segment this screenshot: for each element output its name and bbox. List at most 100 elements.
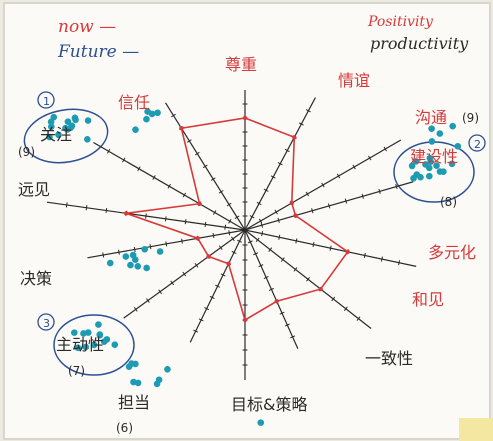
axis-tick-6-1 <box>247 240 253 244</box>
axis-label-4: 多元化 <box>428 243 476 262</box>
axis-note-3: (8) <box>440 195 457 209</box>
now-score-point-12 <box>197 201 202 206</box>
axis-tick-10-4 <box>181 238 183 244</box>
now-score-point-13 <box>179 126 184 131</box>
axis-note-9: (7) <box>68 364 85 378</box>
axis-tick-2-8 <box>368 155 372 161</box>
axis-tick-12-5 <box>167 183 171 189</box>
now-score-point-8 <box>226 261 231 266</box>
axis-tick-9-7 <box>158 289 162 295</box>
axis-tick-5-8 <box>343 306 348 312</box>
axis-tick-3-9 <box>395 184 398 190</box>
sticker-dot-6-4 <box>122 253 130 260</box>
axis-label-8: 担当 <box>118 393 150 412</box>
axis-note-8: (6) <box>116 421 133 435</box>
axis-tick-2-6 <box>336 173 341 179</box>
group-circle-topleft <box>23 108 109 164</box>
axis-label-6: 一致性 <box>365 349 413 368</box>
sticker-dot-3-1 <box>428 125 435 132</box>
axis-tick-11-5 <box>145 213 147 219</box>
axis-note-2: (9) <box>462 111 479 125</box>
axis-tick-9-8 <box>146 298 150 303</box>
sticker-dot-2-10 <box>436 168 444 175</box>
axis-tick-2-9 <box>383 146 387 152</box>
axis-tick-11-4 <box>164 216 167 222</box>
axis-label-5: 和见 <box>412 290 444 309</box>
group-circle-bottomleft <box>53 314 135 376</box>
axis-tick-13-1 <box>234 215 240 220</box>
sticker-dot-0-9 <box>67 124 74 131</box>
axis-tick-3-2 <box>277 217 280 223</box>
axis-tick-6-7 <box>279 311 285 315</box>
sticker-dot-3-4 <box>454 142 462 150</box>
sticker-dot-5-4 <box>153 380 161 388</box>
axis-tick-13-9 <box>171 113 176 118</box>
sticker-dot-1-0 <box>143 115 150 123</box>
sticker-dot-1-1 <box>154 109 161 117</box>
axis-tick-5-5 <box>306 276 310 282</box>
axis-note-12: (9) <box>18 145 35 159</box>
paper-shadow-edge <box>3 2 491 440</box>
axis-tick-9-9 <box>133 307 138 312</box>
legend-now: now — <box>58 17 116 37</box>
axis-tick-13-3 <box>218 190 224 194</box>
axis-tick-8-5 <box>215 284 221 288</box>
sticker-dot-0-2 <box>62 124 69 132</box>
sticker-dot-4-10 <box>90 341 98 349</box>
sticker-dot-1-4 <box>148 110 156 118</box>
axis-label-0: 尊重 <box>225 55 257 74</box>
now-score-point-0 <box>242 115 248 121</box>
axis-tick-11-7 <box>105 207 108 214</box>
axis-tick-12-6 <box>152 175 156 180</box>
sticker-dot-8-0 <box>257 419 265 426</box>
axis-tick-8-4 <box>220 273 226 277</box>
axis-tick-13-4 <box>210 177 216 181</box>
axis-label-2: 沟通 <box>415 108 447 127</box>
axis-tick-12-8 <box>122 157 126 163</box>
axis-tick-8-8 <box>198 318 204 322</box>
sticker-dot-1-2 <box>132 126 139 133</box>
axis-tick-13-2 <box>226 202 232 207</box>
axis-tick-8-1 <box>237 239 242 243</box>
axis-tick-10-6 <box>149 244 152 250</box>
axis-tick-11-8 <box>85 205 88 211</box>
axis-tick-5-9 <box>356 316 361 321</box>
legend-future: Future — <box>57 42 139 62</box>
axis-tick-5-4 <box>293 267 298 272</box>
axis-label-3: 建设性 <box>410 147 458 166</box>
axis-tick-8-2 <box>231 250 237 255</box>
axis-tick-6-3 <box>258 264 264 268</box>
axis-label-13: 信任 <box>118 93 150 112</box>
sticker-dot-4-2 <box>95 321 102 328</box>
axis-tick-3-8 <box>378 188 381 194</box>
axis-tick-4-7 <box>363 252 366 259</box>
axis-tick-11-3 <box>184 219 187 225</box>
axis-tick-1-9 <box>305 109 311 113</box>
sticker-dot-0-3 <box>46 133 53 141</box>
axis-tick-1-6 <box>284 148 290 153</box>
axis-tick-8-7 <box>204 307 210 311</box>
sticker-dot-0-11 <box>84 135 91 143</box>
axis-label-1: 情谊 <box>338 71 370 90</box>
now-score-point-1 <box>292 135 297 140</box>
sticker-dot-6-2 <box>141 245 149 253</box>
axis-label-9: 主动性 <box>56 335 104 354</box>
axis-tick-4-2 <box>278 234 281 240</box>
sticker-dot-3-2 <box>449 122 456 130</box>
axis-tick-2-1 <box>258 218 263 224</box>
axis-tick-5-2 <box>268 247 273 252</box>
now-score-point-10 <box>195 236 200 241</box>
axis-tick-8-9 <box>193 329 199 333</box>
axis-tick-1-1 <box>249 215 255 219</box>
axis-label-11: 远见 <box>18 180 50 199</box>
axis-tick-1-3 <box>263 188 269 192</box>
axis-tick-2-4 <box>305 191 310 197</box>
marker-circle-2 <box>468 134 486 152</box>
axis-label-12: 关注 <box>40 125 72 144</box>
sticker-dot-2-8 <box>426 154 434 162</box>
sticker-dot-0-13 <box>84 117 92 124</box>
marker-1-label: 1 <box>43 95 50 108</box>
sticker-dot-2-3 <box>417 173 424 181</box>
axis-tick-3-7 <box>361 193 364 199</box>
